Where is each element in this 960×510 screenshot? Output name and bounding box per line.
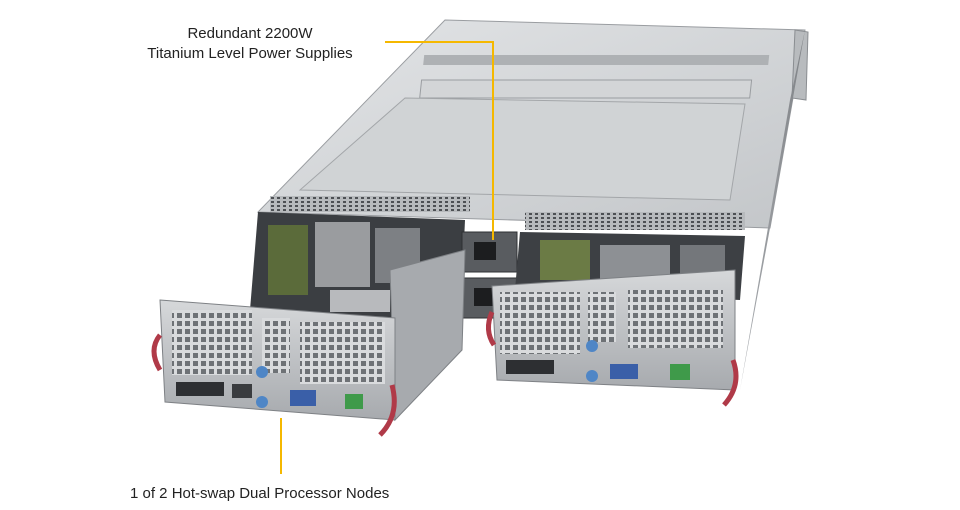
- right-node-io-ports: [506, 340, 690, 382]
- rack-ear: [791, 29, 809, 101]
- left-node-mesh-2: [262, 318, 290, 373]
- left-node-handle-right: [378, 384, 397, 437]
- right-node-handle-left: [486, 310, 497, 347]
- left-node-mesh-1: [172, 310, 252, 375]
- rear-vent-left: [270, 196, 470, 212]
- right-node-mesh-3: [628, 290, 723, 348]
- left-node-mesh-3: [300, 322, 385, 384]
- power-supply-callout-line: [385, 41, 494, 240]
- power-supply-callout-line2: Titanium Level Power Supplies: [147, 45, 353, 62]
- right-node-handle-right: [722, 359, 739, 407]
- right-node-mesh-1: [500, 292, 580, 354]
- chassis-right-side: [740, 30, 805, 390]
- top-vent-slots: [419, 55, 770, 99]
- right-node-mesh-2: [588, 292, 616, 342]
- rear-vent-right: [525, 212, 745, 230]
- left-node-tray-side: [389, 249, 466, 422]
- node-callout: 1 of 2 Hot-swap Dual Processor Nodes: [130, 485, 390, 502]
- power-supply-callout-line1: Redundant 2200W: [187, 25, 313, 42]
- top-panel: [298, 97, 746, 201]
- power-supply-callout: Redundant 2200W Titanium Level Power Sup…: [130, 24, 370, 64]
- left-node-io-ports: [176, 366, 363, 409]
- left-node-handle-left: [151, 333, 163, 372]
